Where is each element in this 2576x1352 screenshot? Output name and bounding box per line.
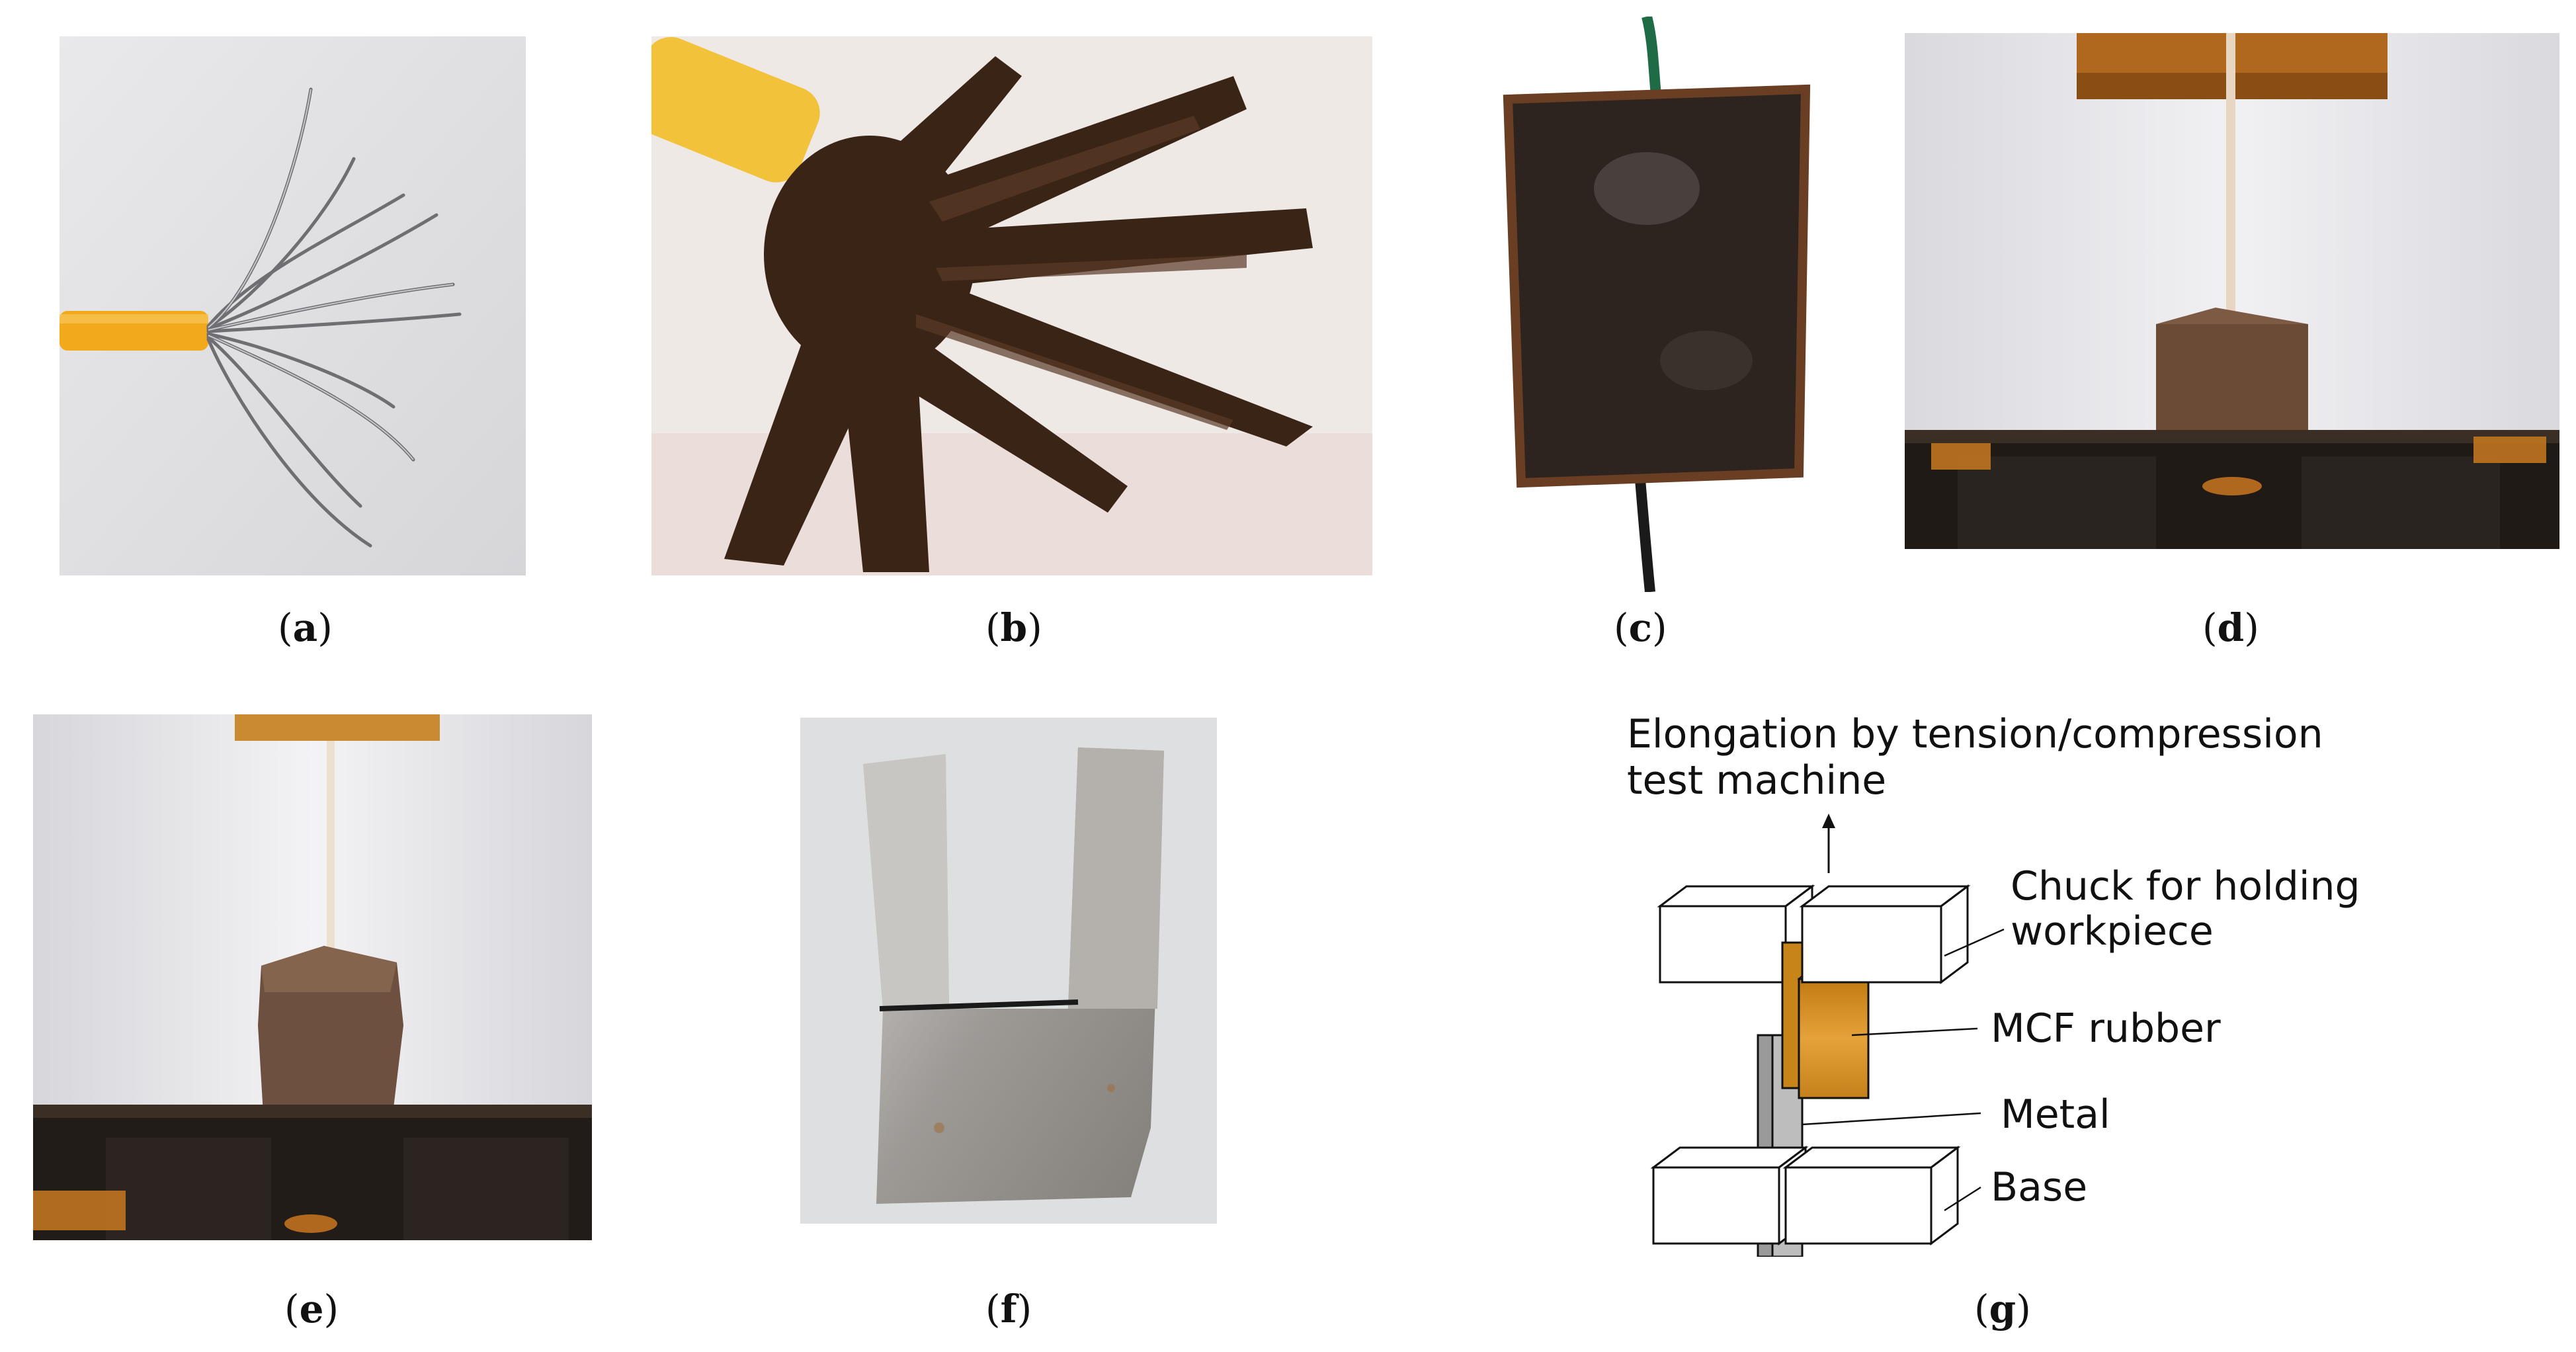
photo-panel-d — [1905, 33, 2559, 549]
metal-leader-line — [1802, 1112, 1981, 1126]
arrow-head-icon — [1822, 814, 1835, 828]
elongation-label-line1: Elongation by tension/compression — [1627, 711, 2323, 757]
chuck-label-line2: workpiece — [2011, 908, 2214, 954]
base-label: Base — [1991, 1164, 2087, 1210]
photo-panel-c — [1488, 17, 1832, 592]
tension-test-schematic: Elongation by tension/compression test m… — [1627, 711, 2360, 1257]
panel-label-c: (c) — [1614, 605, 1667, 650]
panel-label-a: (a) — [278, 605, 333, 650]
photo-panel-f — [800, 718, 1217, 1224]
base-leader-line — [1944, 1186, 1981, 1212]
mcf-rubber-label: MCF rubber — [1991, 1005, 2221, 1052]
panel-label-f: (f) — [985, 1287, 1032, 1331]
rubber-leader-line — [1851, 1027, 1978, 1036]
elongation-label-line2: test machine — [1627, 757, 1886, 804]
base-left — [1650, 1146, 1809, 1246]
mcf-rubber-sample-photo — [1488, 17, 1832, 592]
metal-label: Metal — [2001, 1091, 2110, 1138]
chuck-label-line1: Chuck for holding — [2011, 863, 2360, 909]
stretched-sample-photo — [33, 714, 592, 1240]
top-chuck-left — [1657, 884, 1815, 984]
stranded-wire-photo — [60, 36, 526, 575]
photo-panel-b — [651, 36, 1372, 575]
panel-label-e: (e) — [284, 1287, 339, 1331]
chuck-leader-line — [1944, 928, 2005, 957]
schematic-panel-g: Elongation by tension/compression test m… — [1614, 701, 2540, 1257]
photo-panel-e — [33, 714, 592, 1240]
metal-plate-photo — [800, 718, 1217, 1224]
tension-test-setup-photo — [1905, 33, 2559, 549]
panel-label-b: (b) — [985, 605, 1042, 650]
rubber-sample — [1781, 941, 1876, 1099]
photo-panel-a — [60, 36, 526, 575]
panel-label-d: (d) — [2202, 605, 2259, 650]
mcf-coated-wire-photo — [651, 36, 1372, 575]
panel-label-g: (g) — [1974, 1287, 2031, 1331]
top-chuck-right — [1799, 884, 1971, 984]
base-right — [1782, 1146, 1961, 1246]
